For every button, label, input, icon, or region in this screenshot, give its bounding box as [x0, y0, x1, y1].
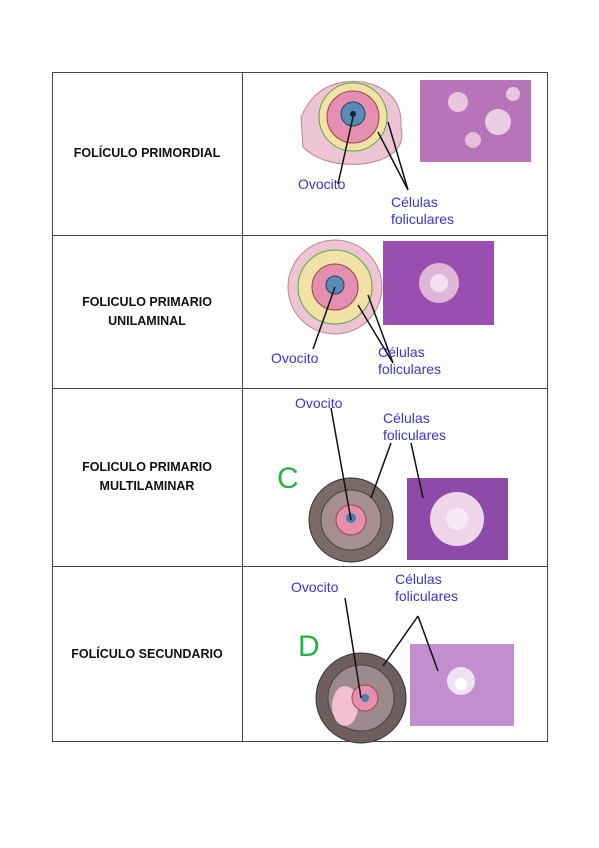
row-title-line-2: MULTILAMINAR — [99, 479, 195, 493]
row-divider-2 — [52, 388, 548, 389]
cells-leader-line-2 — [367, 294, 394, 364]
oocyte-label: Ovocito — [271, 350, 319, 366]
multilaminar-follicle-figure: C Ovocito Células foliculares — [277, 395, 508, 563]
cells-label-line-1: Células — [383, 410, 430, 426]
panel-letter: C — [277, 462, 299, 495]
row-divider-1 — [52, 235, 548, 236]
row-title-text: FOLÍCULO PRIMORDIAL — [73, 146, 221, 161]
cells-leader-line-1 — [382, 615, 419, 667]
cells-leader-line-1 — [357, 304, 394, 364]
cells-leader-line-1 — [377, 131, 409, 191]
antrum — [332, 686, 358, 726]
row-title-primordial: FOLÍCULO PRIMORDIAL — [52, 72, 242, 235]
table-bottom-border — [52, 741, 548, 742]
illustration-primordial: Ovocito Células foliculares — [243, 72, 548, 235]
cells-label-line-1: Células — [378, 344, 425, 360]
table-right-border — [547, 72, 548, 742]
cells-leader-line-1 — [370, 442, 392, 499]
row-title-line-2: UNILAMINAL — [108, 313, 186, 328]
cells-label-line-2: foliculares — [395, 588, 458, 604]
row-title-line-1: FOLICULO PRIMARIO — [82, 294, 212, 309]
table-left-border — [52, 72, 53, 742]
cells-label-line-1: Células — [395, 571, 442, 587]
oocyte-label: Ovocito — [298, 176, 346, 192]
primordial-follicle-figure: Ovocito Células foliculares — [298, 80, 531, 227]
oocyte-nucleus — [361, 694, 369, 702]
row-divider-3 — [52, 566, 548, 567]
oocyte-label: Ovocito — [291, 579, 339, 595]
oocyte-leader-line — [312, 286, 336, 350]
illustration-primary-unilaminar: Ovocito Células foliculares — [243, 235, 548, 388]
cells-label-line-2: foliculares — [378, 361, 441, 377]
cells-leader-line-2 — [387, 121, 409, 191]
cells-label-line-1: Células — [391, 194, 438, 210]
oocyte-label: Ovocito — [295, 395, 343, 411]
follicle-table: FOLÍCULO PRIMORDIAL Ovocito Células foli… — [52, 72, 548, 744]
row-title-text: FOLÍCULO SECUNDARIO — [71, 646, 223, 661]
oocyte-leader-line — [344, 597, 362, 699]
oocyte-leader-line — [337, 116, 354, 185]
column-divider — [242, 72, 243, 742]
oocyte-nucleus — [325, 275, 345, 295]
row-title-secondary: FOLÍCULO SECUNDARIO — [52, 566, 242, 742]
cells-label-line-2: foliculares — [383, 427, 446, 443]
row-title-primary-multilaminar: FOLICULO PRIMARIO MULTILAMINAR — [52, 388, 242, 566]
panel-letter: D — [298, 630, 320, 663]
cells-leader-line-2 — [410, 442, 424, 499]
table-top-border — [52, 72, 548, 73]
oocyte-leader-line — [330, 407, 352, 521]
unilaminar-follicle-figure: Ovocito Células foliculares — [271, 239, 494, 377]
nucleolus — [350, 111, 356, 117]
secondary-follicle-figure: D Ovocito Células foliculares — [291, 571, 514, 744]
row-title-line-1: FOLICULO PRIMARIO — [82, 460, 212, 475]
row-title-primary-unilaminar: FOLICULO PRIMARIO UNILAMINAL — [52, 235, 242, 388]
cells-label-line-2: foliculares — [391, 211, 454, 227]
cells-leader-line-2 — [417, 615, 439, 672]
illustration-primary-multilaminar: C Ovocito Células foliculares — [243, 388, 548, 566]
illustration-secondary: D Ovocito Células foliculares — [243, 566, 548, 744]
